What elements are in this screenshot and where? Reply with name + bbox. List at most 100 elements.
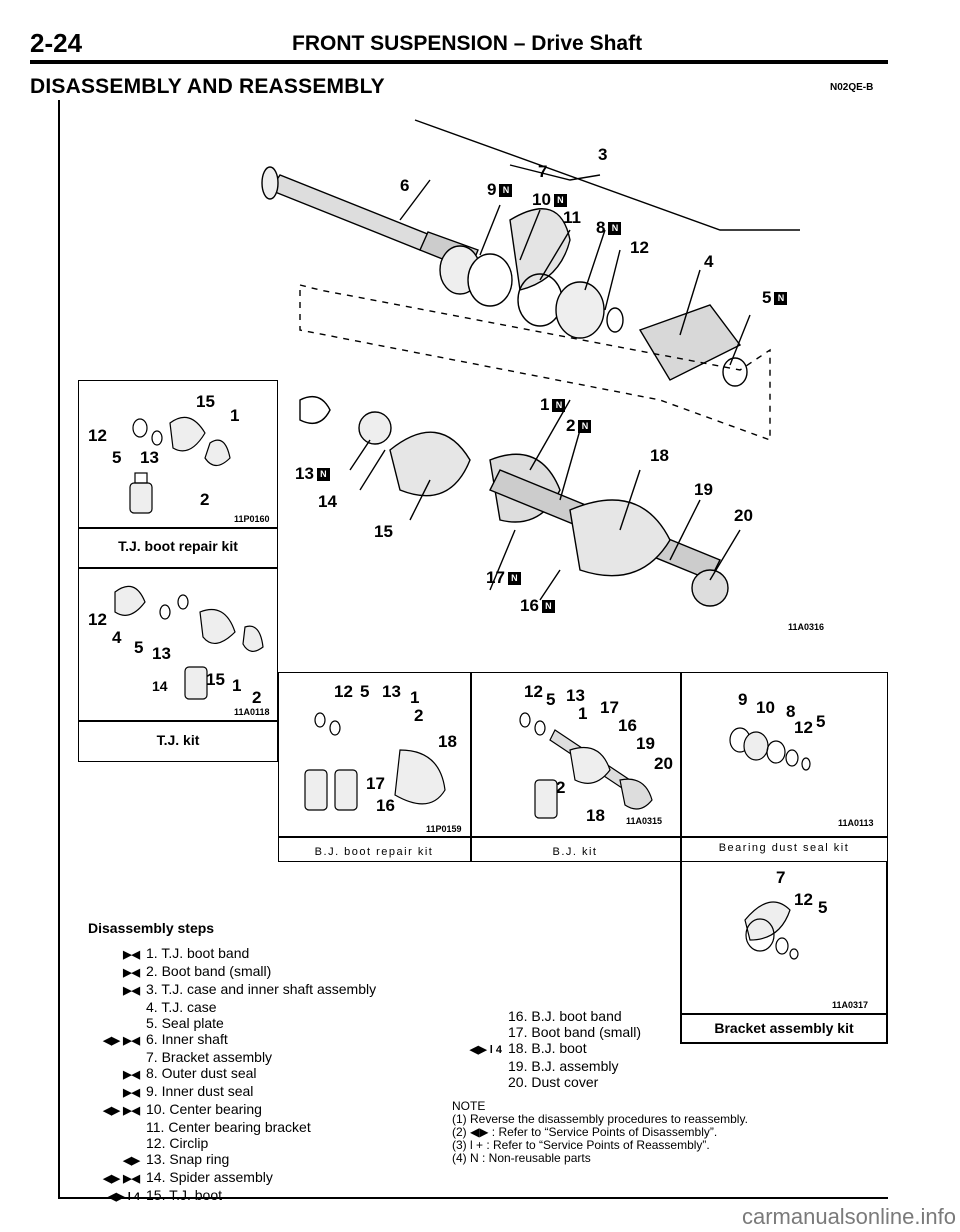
list-item: ◀▶13. Snap ring — [123, 1151, 230, 1167]
exploded-drive-shaft-diagram — [261, 119, 800, 607]
callout-11: 11 — [563, 208, 581, 227]
page-header-title: FRONT SUSPENSION – Drive Shaft — [292, 32, 643, 55]
tj-kit-label-13: 13 — [152, 644, 171, 663]
list-item: ▶◀1. T.J. boot band — [123, 945, 250, 961]
bj-boot-kit-label-12: 12 — [334, 682, 353, 701]
bearing-dust-seal-kit-drawing — [729, 727, 811, 771]
tj-kit-label-1: 1 — [232, 676, 242, 695]
list-item: ◀▶ ▶◀14. Spider assembly — [103, 1169, 273, 1185]
watermark: carmanualsonline.info — [741, 1204, 956, 1229]
bj-kit-label-13: 13 — [566, 686, 585, 705]
bj-boot-kit-label-16: 16 — [376, 796, 395, 815]
note-line: (4) N : Non-reusable parts — [452, 1151, 591, 1165]
list-item: ▶◀2. Boot band (small) — [123, 963, 272, 979]
disassembly-steps-title: Disassembly steps — [88, 920, 215, 936]
bracket-kit-label-7: 7 — [776, 868, 786, 887]
divider — [680, 1013, 888, 1015]
tj-kit-label-4: 4 — [112, 628, 122, 647]
note-line: (2) ◀▶ : Refer to “Service Points of Dis… — [452, 1125, 718, 1139]
tj-kit-label-2: 2 — [252, 688, 262, 707]
bj-kit-label-2: 2 — [556, 778, 566, 797]
non-reusable-badge: N — [578, 420, 592, 434]
tj-boot-repair-kit-drawing — [129, 416, 231, 514]
bj-boot-kit-code: 11P0159 — [426, 824, 462, 834]
non-reusable-badge: N — [774, 292, 788, 306]
bj-kit-label-12: 12 — [524, 682, 543, 701]
bj-kit-label-1: 1 — [578, 704, 588, 723]
callout-3: 3 — [598, 145, 608, 164]
divider — [78, 720, 278, 722]
bj-kit-label-5: 5 — [546, 690, 556, 709]
bearing-kit-label-12: 12 — [794, 718, 813, 737]
list-item: 11. Center bearing bracket — [146, 1119, 311, 1135]
divider — [680, 672, 682, 1042]
tj-boot-kit-label-13: 13 — [140, 448, 159, 467]
list-item: 12. Circlip — [146, 1135, 209, 1151]
list-item: 17. Boot band (small) — [508, 1024, 642, 1040]
callout-12: 12 — [630, 238, 649, 257]
callout-6: 6 — [400, 176, 410, 195]
left-frame-line — [58, 100, 60, 1198]
bearing-kit-label-9: 9 — [738, 690, 748, 709]
bearing-dust-seal-kit-caption: Bearing dust seal kit — [718, 842, 850, 854]
bj-boot-kit-label-1: 1 — [410, 688, 420, 707]
non-reusable-badge: N — [552, 399, 566, 413]
bj-boot-kit-label-5: 5 — [360, 682, 370, 701]
tj-kit-label-12: 12 — [88, 610, 107, 629]
callout-4: 4 — [704, 252, 714, 271]
divider — [886, 862, 888, 1042]
bj-kit-label-19: 19 — [636, 734, 655, 753]
bj-boot-kit-label-17: 17 — [366, 774, 385, 793]
list-item: 19. B.J. assembly — [508, 1058, 619, 1074]
callout-15: 15 — [374, 522, 393, 541]
section-title: DISASSEMBLY AND REASSEMBLY — [30, 75, 385, 98]
non-reusable-badge: N — [316, 468, 330, 482]
list-item: 16. B.J. boot band — [508, 1008, 622, 1024]
note-block: NOTE (1) Reverse the disassembly procedu… — [452, 1100, 748, 1165]
divider — [78, 527, 278, 529]
note-line: (3) l + : Refer to “Service Points of Re… — [452, 1138, 710, 1152]
non-reusable-badge: N — [499, 184, 513, 198]
tj-boot-kit-label-5: 5 — [112, 448, 122, 467]
non-reusable-badge: N — [507, 572, 521, 586]
list-item: 4. T.J. case — [146, 999, 217, 1015]
list-item: 7. Bracket assembly — [146, 1049, 273, 1065]
non-reusable-badge: N — [553, 194, 567, 208]
callout-18: 18 — [650, 446, 669, 465]
bj-kit-label-16: 16 — [618, 716, 637, 735]
tj-boot-kit-label-2: 2 — [200, 490, 210, 509]
tj-boot-kit-label-15: 15 — [196, 392, 215, 411]
tj-kit-label-15: 15 — [206, 670, 225, 689]
callout-20: 20 — [734, 506, 753, 525]
bj-kits-panel — [278, 672, 888, 862]
list-item: 5. Seal plate — [146, 1015, 224, 1031]
tj-boot-kit-label-1: 1 — [230, 406, 240, 425]
tj-boot-kit-label-12: 12 — [88, 426, 107, 445]
divider — [680, 1042, 888, 1044]
header-rule — [30, 60, 888, 64]
list-item: ▶◀3. T.J. case and inner shaft assembly — [123, 981, 377, 997]
divider — [278, 836, 888, 838]
bj-kit-label-20: 20 — [654, 754, 673, 773]
bracket-assembly-kit-caption: Bracket assembly kit — [714, 1020, 854, 1036]
bj-boot-kit-label-13: 13 — [382, 682, 401, 701]
list-item: ▶◀9. Inner dust seal — [123, 1083, 254, 1099]
bj-kit-caption: B.J. kit — [552, 846, 598, 858]
tj-kit-code: 11A0118 — [234, 707, 270, 717]
bearing-kit-label-8: 8 — [786, 702, 796, 721]
bracket-assembly-kit-drawing — [744, 901, 799, 960]
note-title: NOTE — [452, 1099, 486, 1113]
section-code: N02QE-B — [830, 82, 874, 93]
bj-kit-drawing — [519, 712, 653, 819]
bracket-kit-label-12: 12 — [794, 890, 813, 909]
steps-right-list: 16. B.J. boot band 17. Boot band (small)… — [446, 1008, 641, 1090]
tj-kit-label-5: 5 — [134, 638, 144, 657]
